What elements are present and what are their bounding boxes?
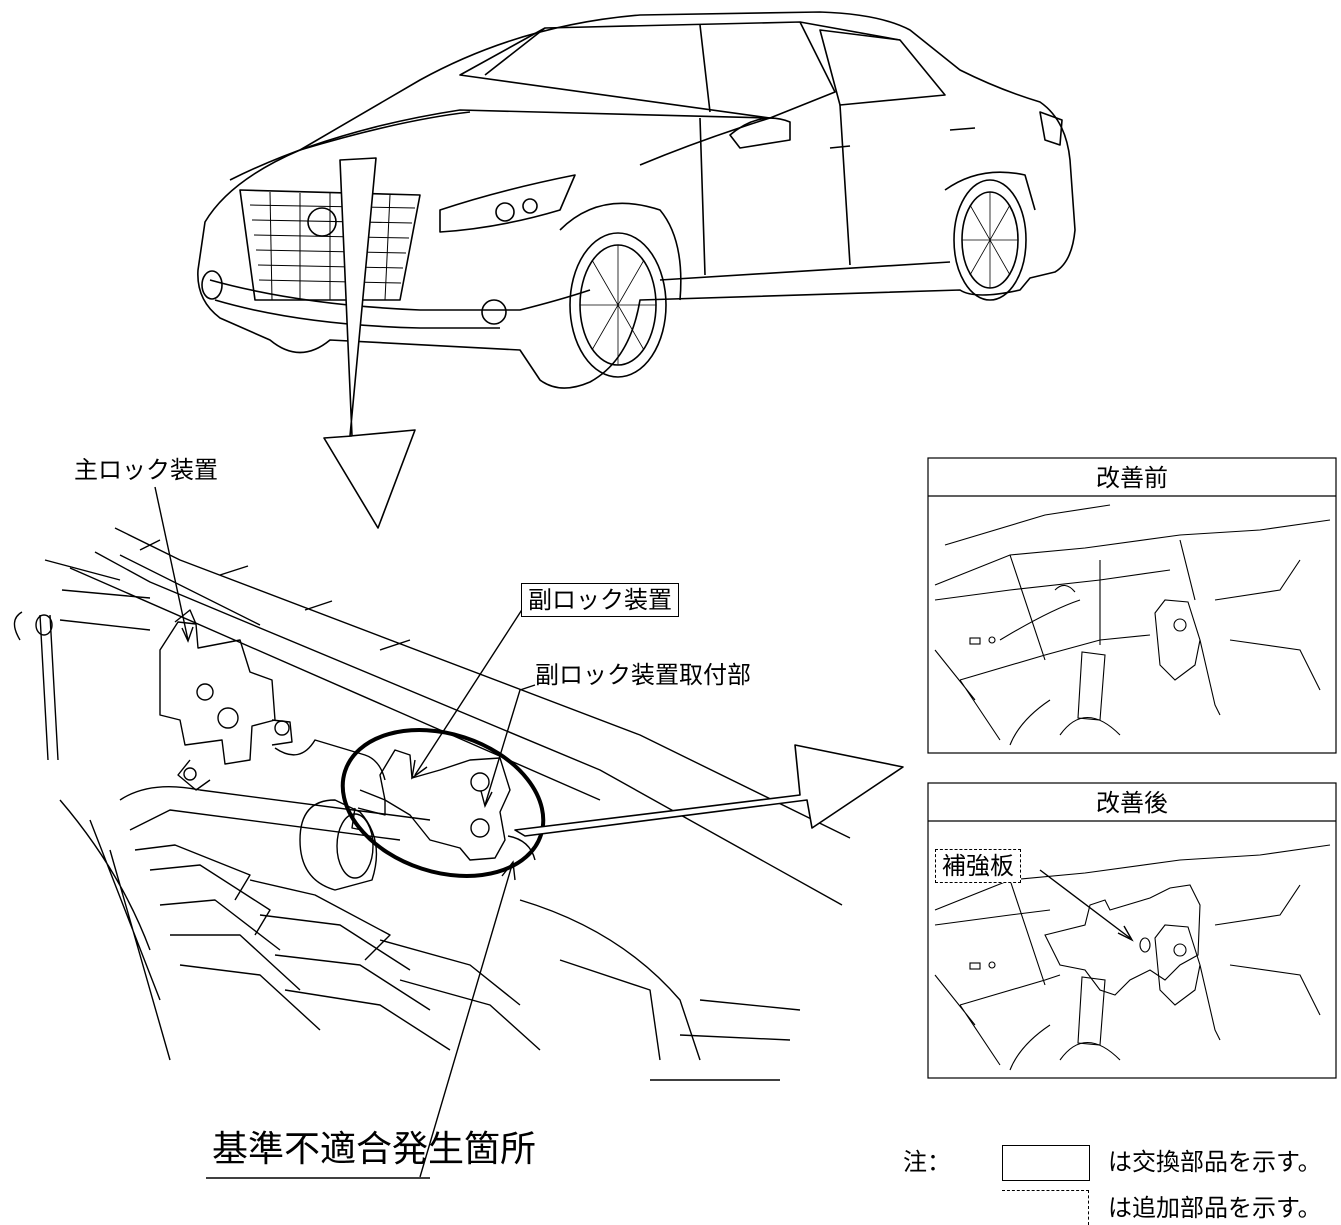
sub-lock-label: 副ロック装置 [521,583,679,617]
radiator-support-illustration [13,527,851,1081]
legend-added-swatch [1002,1190,1089,1225]
down-arrow [323,157,416,529]
leader-lines [154,486,536,1178]
right-arrow [514,744,904,837]
legend-replaced-swatch [1002,1145,1090,1181]
main-lock-label: 主ロック装置 [74,456,218,484]
legend-note-prefix: 注： [903,1148,951,1176]
nonconformity-location-label: 基準不適合発生箇所 [212,1129,537,1170]
sub-lock-highlight-ellipse [340,728,546,878]
legend-replaced-text: は交換部品を示す。 [1108,1148,1322,1176]
before-panel [927,457,1337,754]
legend-added-text: は追加部品を示す。 [1108,1194,1322,1222]
car-illustration [197,11,1076,389]
after-panel [927,782,1337,1079]
after-panel-title: 改善後 [1096,789,1168,817]
before-panel-title: 改善前 [1096,464,1168,492]
reinforcement-plate-label: 補強板 [935,849,1021,883]
sub-lock-mount-label: 副ロック装置取付部 [535,661,751,689]
